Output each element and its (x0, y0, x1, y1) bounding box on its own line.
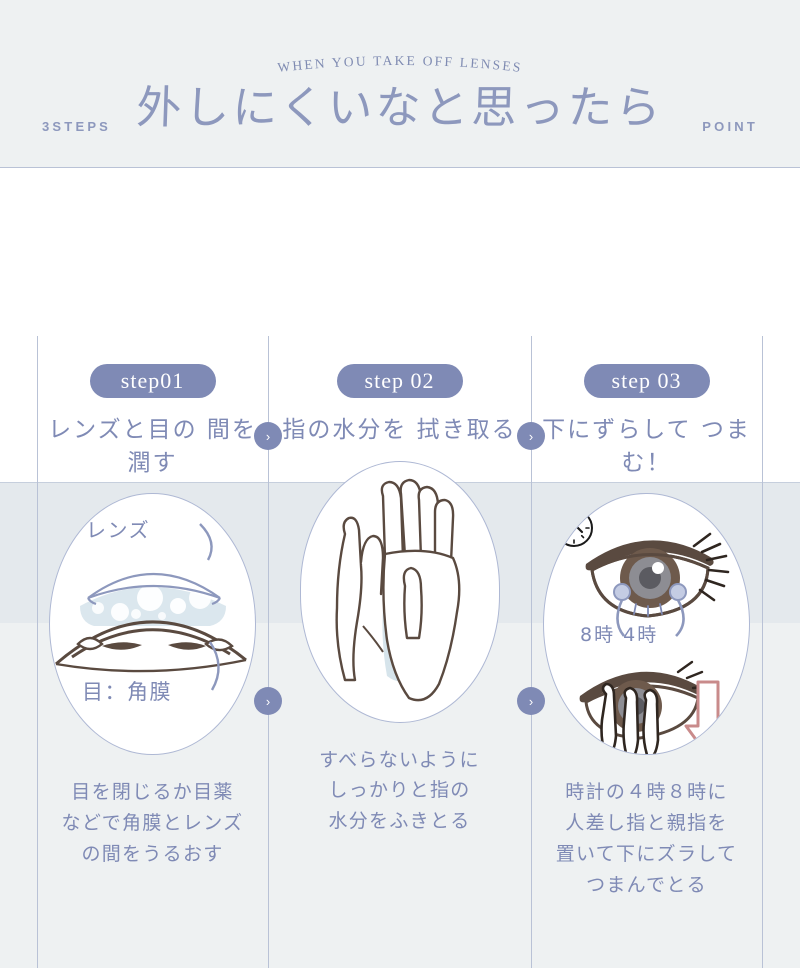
svg-text:WHEN YOU TAKE OFF LENSES: WHEN YOU TAKE OFF LENSES (277, 53, 524, 75)
connector-arrow-step2-step3: › (517, 422, 545, 450)
step-badge-3: step 03 (583, 364, 710, 398)
step-illustration-2 (299, 460, 500, 723)
steps-board: › › › › step01 レンズと目の 間を潤す (0, 168, 800, 968)
header-eyebrow: WHEN YOU TAKE OFF LENSES (0, 48, 800, 82)
moisture-bubbles-icon (80, 585, 226, 627)
step-title-2: 指の水分を 拭き取る (282, 417, 517, 443)
column-divider-1-2 (268, 336, 269, 968)
connector-arrow-step1-step2: › (254, 422, 282, 450)
page-title: 外しにくいなと思ったら (135, 81, 665, 134)
step-column-3: step 03 下にずらして つまむ！ (531, 336, 762, 968)
column-divider-2-3 (531, 336, 532, 968)
step-column-2: step 02 指の水分を 拭き取る (268, 336, 531, 968)
step-title-3: 下にずらして つまむ！ (542, 417, 751, 476)
step-illustration-1: レンズ 目：角膜 (49, 493, 256, 756)
step-badge-1: step01 (89, 364, 216, 398)
label-point: POINT (702, 119, 758, 134)
chevron-right-icon: › (265, 428, 271, 444)
finger-position-markers (613, 583, 687, 638)
eye-open-icon (585, 533, 730, 638)
illustration-label-clock-positions: 8時 4時 (580, 624, 659, 647)
illustration-label-lens: レンズ (86, 518, 151, 543)
hands-towel-icon (335, 478, 460, 701)
eye-pinch-icon (579, 661, 712, 755)
chevron-right-icon: › (265, 693, 271, 709)
illustration-label-cornea: 目：角膜 (82, 680, 172, 705)
label-3steps: 3STEPS (42, 119, 112, 134)
step-badge-2: step 02 (336, 364, 463, 398)
chevron-right-icon: › (528, 428, 534, 444)
step-caption-2: すべらないように しっかりと指の 水分をふきとる (319, 748, 480, 833)
header-divider (0, 167, 800, 168)
step-caption-3: 時計の４時８時に 人差し指と親指を 置いて下にズラして つまんでとる (555, 781, 738, 896)
header: WHEN YOU TAKE OFF LENSES 外しにくいなと思ったら 3ST… (0, 0, 800, 168)
caption-arrow-step1-step2: › (254, 687, 282, 715)
step-column-1: step01 レンズと目の 間を潤す (37, 336, 268, 968)
chevron-right-icon: › (528, 693, 534, 709)
down-arrow-icon (684, 680, 732, 755)
eyebrow-text: WHEN YOU TAKE OFF LENSES (277, 53, 521, 75)
step-title-1: レンズと目の 間を潤す (48, 417, 257, 476)
clock-icon (552, 506, 596, 550)
caption-arrow-step2-step3: › (517, 687, 545, 715)
steps-columns: step01 レンズと目の 間を潤す (37, 336, 763, 968)
column-divider-right (762, 336, 763, 968)
step-illustration-3: 8時 4時 (543, 493, 750, 756)
column-divider-left (37, 336, 38, 968)
step-caption-1: 目を閉じるか目薬 などで角膜とレンズ の間をうるおす (61, 781, 244, 865)
contact-lens-icon (87, 573, 221, 606)
